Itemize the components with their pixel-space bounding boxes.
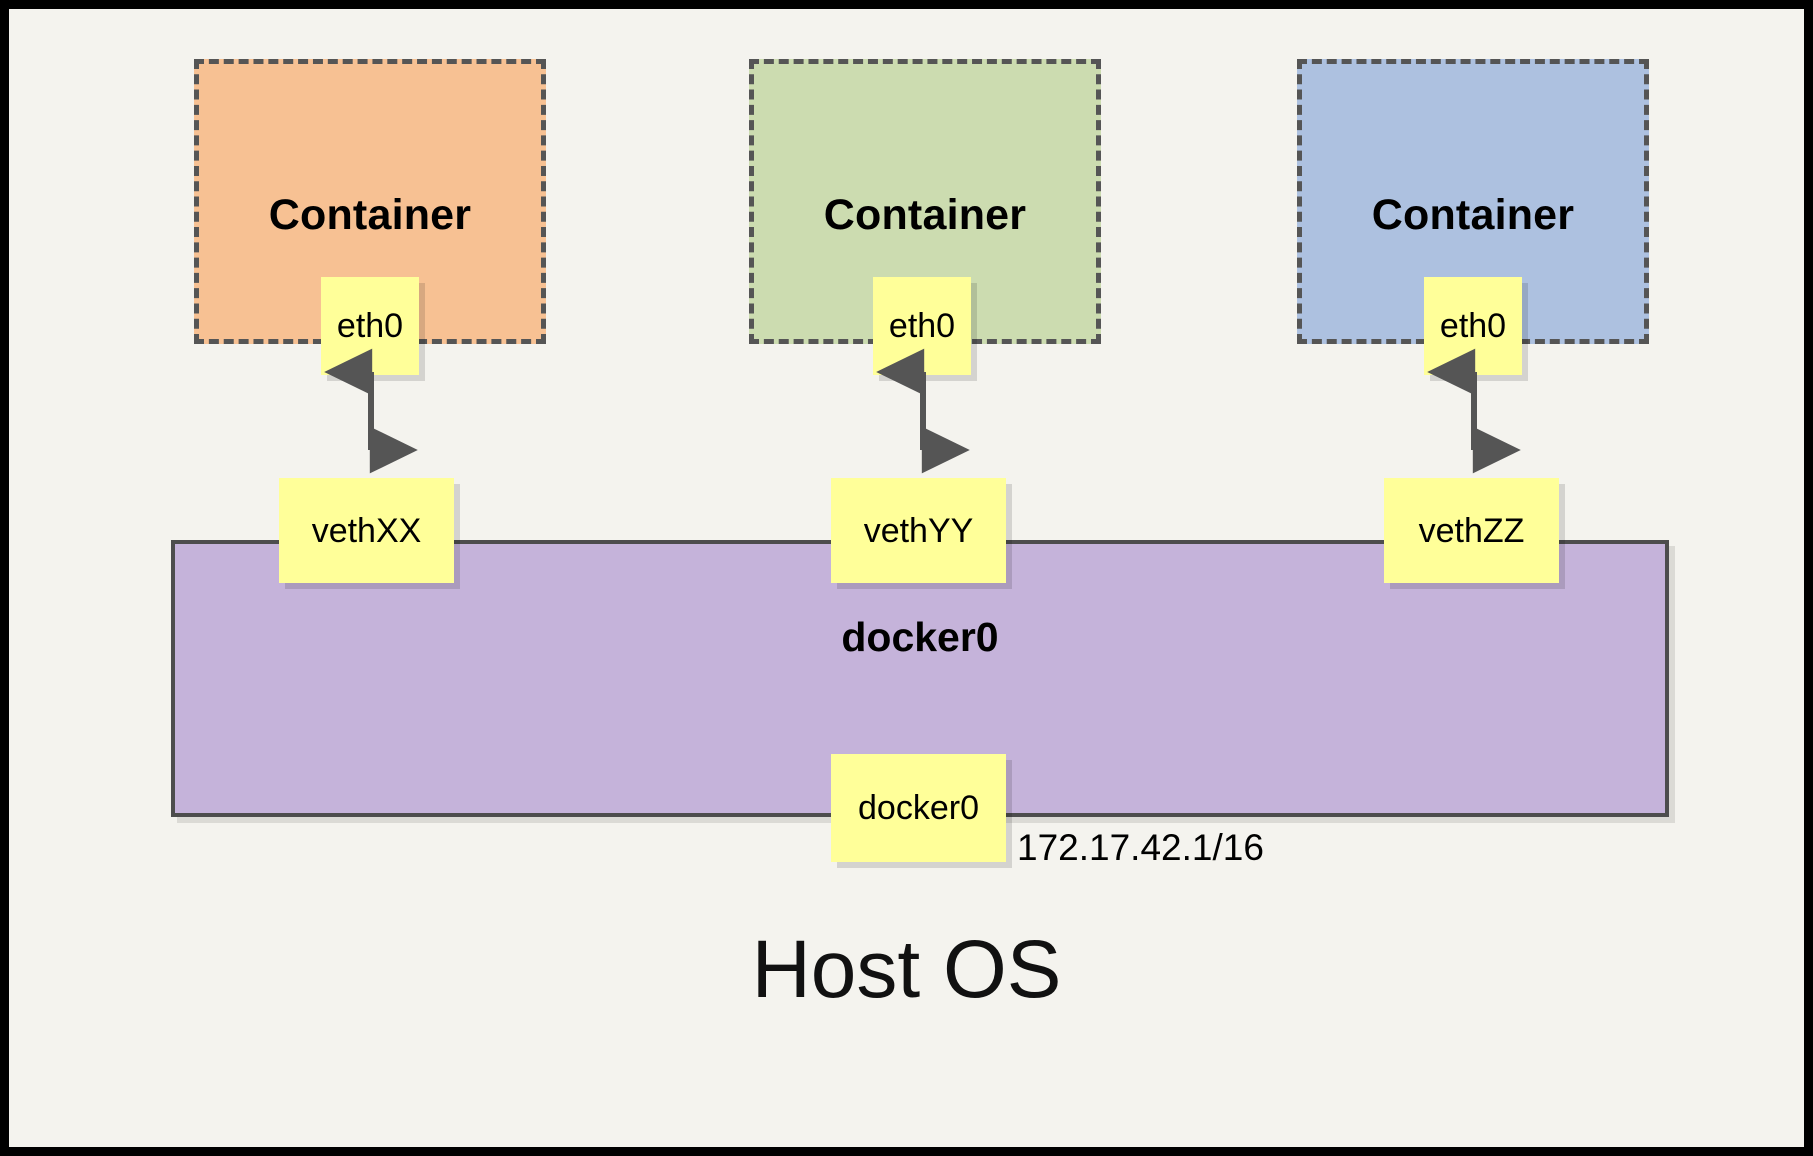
- container-box-2: Container: [749, 59, 1101, 344]
- veth-interface-1: vethXX: [279, 478, 454, 583]
- veth-link-arrow-3: [1427, 348, 1521, 474]
- host-os-label: Host OS: [751, 924, 1062, 1015]
- bridge-ip-label: 172.17.42.1/16: [1017, 827, 1264, 868]
- eth0-label-1: eth0: [336, 307, 404, 345]
- docker0-interface-label: docker0: [858, 789, 979, 827]
- veth-label-1: vethXX: [311, 511, 422, 550]
- docker0-interface-note: docker0: [831, 754, 1006, 862]
- container-title-1: Container: [268, 191, 472, 239]
- container-title-2: Container: [823, 191, 1027, 239]
- veth-interface-3: vethZZ: [1384, 478, 1559, 583]
- container-title-3: Container: [1371, 191, 1575, 239]
- docker0-bridge-label: docker0: [841, 614, 999, 660]
- veth-label-2: vethYY: [863, 511, 974, 550]
- eth0-label-2: eth0: [888, 307, 956, 345]
- veth-link-arrow-2: [876, 348, 970, 474]
- veth-label-3: vethZZ: [1418, 511, 1525, 550]
- eth0-label-3: eth0: [1439, 307, 1507, 345]
- veth-link-arrow-1: [324, 348, 418, 474]
- veth-interface-2: vethYY: [831, 478, 1006, 583]
